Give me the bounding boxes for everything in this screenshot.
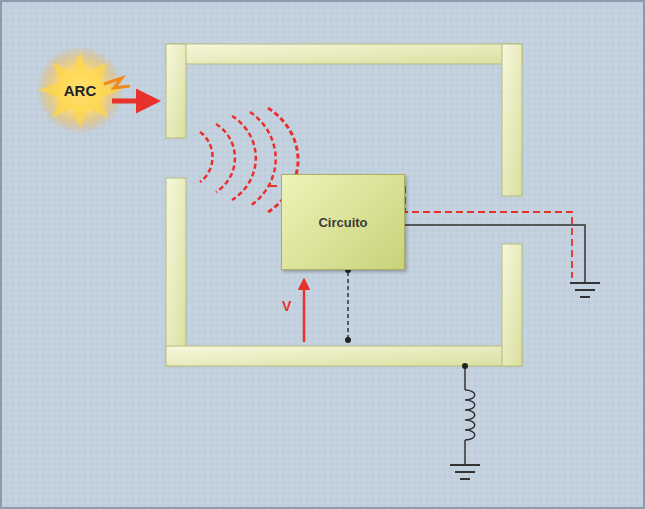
arc-burst <box>36 46 130 134</box>
node-dot <box>345 337 351 343</box>
chassis-link <box>347 272 349 340</box>
arc-arrow <box>112 99 156 104</box>
shield-enclosure <box>166 44 522 366</box>
voltage-arrow <box>303 280 306 342</box>
ground-symbol <box>450 465 480 479</box>
node-text: ARC <box>64 82 97 99</box>
node-dot <box>462 363 468 369</box>
arc-source: ARC <box>50 75 110 105</box>
ground-symbol <box>570 283 600 297</box>
ground-wire <box>405 225 585 282</box>
node-text: Circuito <box>318 215 367 230</box>
voltage-label: V <box>282 298 291 314</box>
circuit-box: Circuito <box>281 174 405 270</box>
inductor-symbol <box>465 366 475 464</box>
